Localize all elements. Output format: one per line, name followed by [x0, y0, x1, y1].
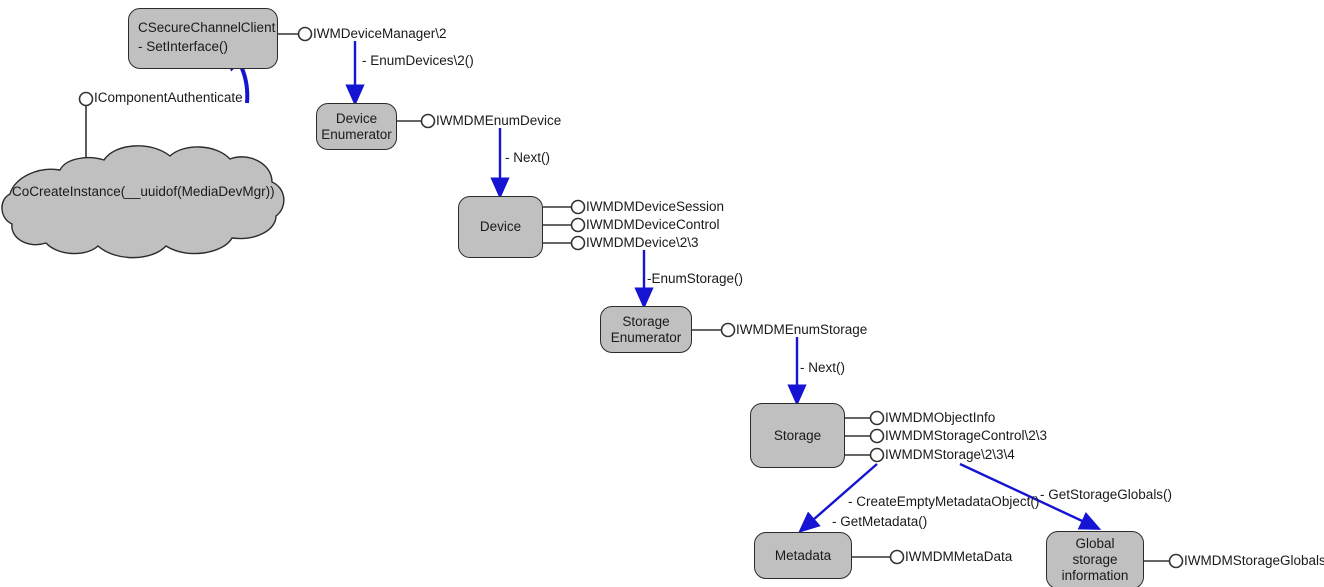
- interface-label-iwmdmstorage234: IWMDMStorage\2\3\4: [885, 447, 1015, 462]
- node-device[interactable]: Device: [458, 196, 543, 258]
- edge-label-enumdevices: - EnumDevices\2(): [362, 53, 474, 68]
- interface-stems: [85, 33, 1169, 562]
- interface-label-iwmdmenumdevice: IWMDMEnumDevice: [436, 113, 562, 128]
- interface-label-iwmdmmetadata: IWMDMMetaData: [905, 549, 1013, 564]
- interface-label-icomponentauthenticate: IComponentAuthenticate: [94, 90, 243, 105]
- edge-label-enumstorage: -EnumStorage(): [647, 271, 744, 286]
- lollipop-iwmdmdevicesession: [570, 199, 586, 215]
- edge-label-createemptymetadataobject: - CreateEmptyMetadataObject(): [848, 494, 1040, 509]
- lollipop-iwmdmenumdevice: [420, 113, 436, 129]
- lollipop-iwmdmstorage234: [869, 447, 885, 463]
- lollipop-iwmdmdevicecontrol: [570, 217, 586, 233]
- node-storage-enumerator[interactable]: Storage Enumerator: [600, 306, 692, 353]
- interface-label-iwmdmdevice23: IWMDMDevice\2\3: [586, 235, 699, 250]
- interface-label-iwmdevicemanager2: IWMDeviceManager\2: [313, 26, 447, 41]
- lollipop-iwmdevicemanager2: [297, 26, 313, 42]
- lollipop-iwmdmdevice23: [570, 235, 586, 251]
- edge-label-getstorageglobals: - GetStorageGlobals(): [1040, 487, 1173, 502]
- interface-label-iwmdmstorageglobals: IWMDMStorageGlobals: [1184, 553, 1324, 568]
- edge-label-getmetadata: - GetMetadata(): [832, 514, 928, 529]
- edge-label-next-device: - Next(): [505, 150, 550, 165]
- node-storage[interactable]: Storage: [750, 403, 845, 468]
- interface-lollipops: [78, 26, 1184, 569]
- interface-label-iwmdmstoragecontrol23: IWMDMStorageControl\2\3: [885, 428, 1048, 443]
- lollipop-iwmdmstorageglobals: [1168, 553, 1184, 569]
- edge-label-next-storage: - Next(): [800, 360, 845, 375]
- interface-label-iwmdmenumstorage: IWMDMEnumStorage: [736, 322, 868, 337]
- lollipop-icomponentauthenticate: [78, 91, 94, 107]
- interface-label-iwmdmdevicecontrol: IWMDMDeviceControl: [586, 217, 720, 232]
- node-device-enumerator[interactable]: Device Enumerator: [316, 103, 397, 150]
- node-global-storage-information[interactable]: Global storage information: [1046, 531, 1144, 587]
- cocreate-cloud-shape: [1, 145, 285, 259]
- node-metadata[interactable]: Metadata: [754, 532, 852, 579]
- lollipop-iwmdmobjectinfo: [869, 410, 885, 426]
- lollipop-iwmdmstoragecontrol23: [869, 428, 885, 444]
- interface-label-iwmdmdevicesession: IWMDMDeviceSession: [586, 199, 725, 214]
- node-secure-channel-client[interactable]: CSecureChannelClient - SetInterface(): [128, 8, 278, 69]
- lollipop-iwmdmmetadata: [889, 549, 905, 565]
- interface-label-iwmdmobjectinfo: IWMDMObjectInfo: [885, 410, 996, 425]
- lollipop-iwmdmenumstorage: [720, 322, 736, 338]
